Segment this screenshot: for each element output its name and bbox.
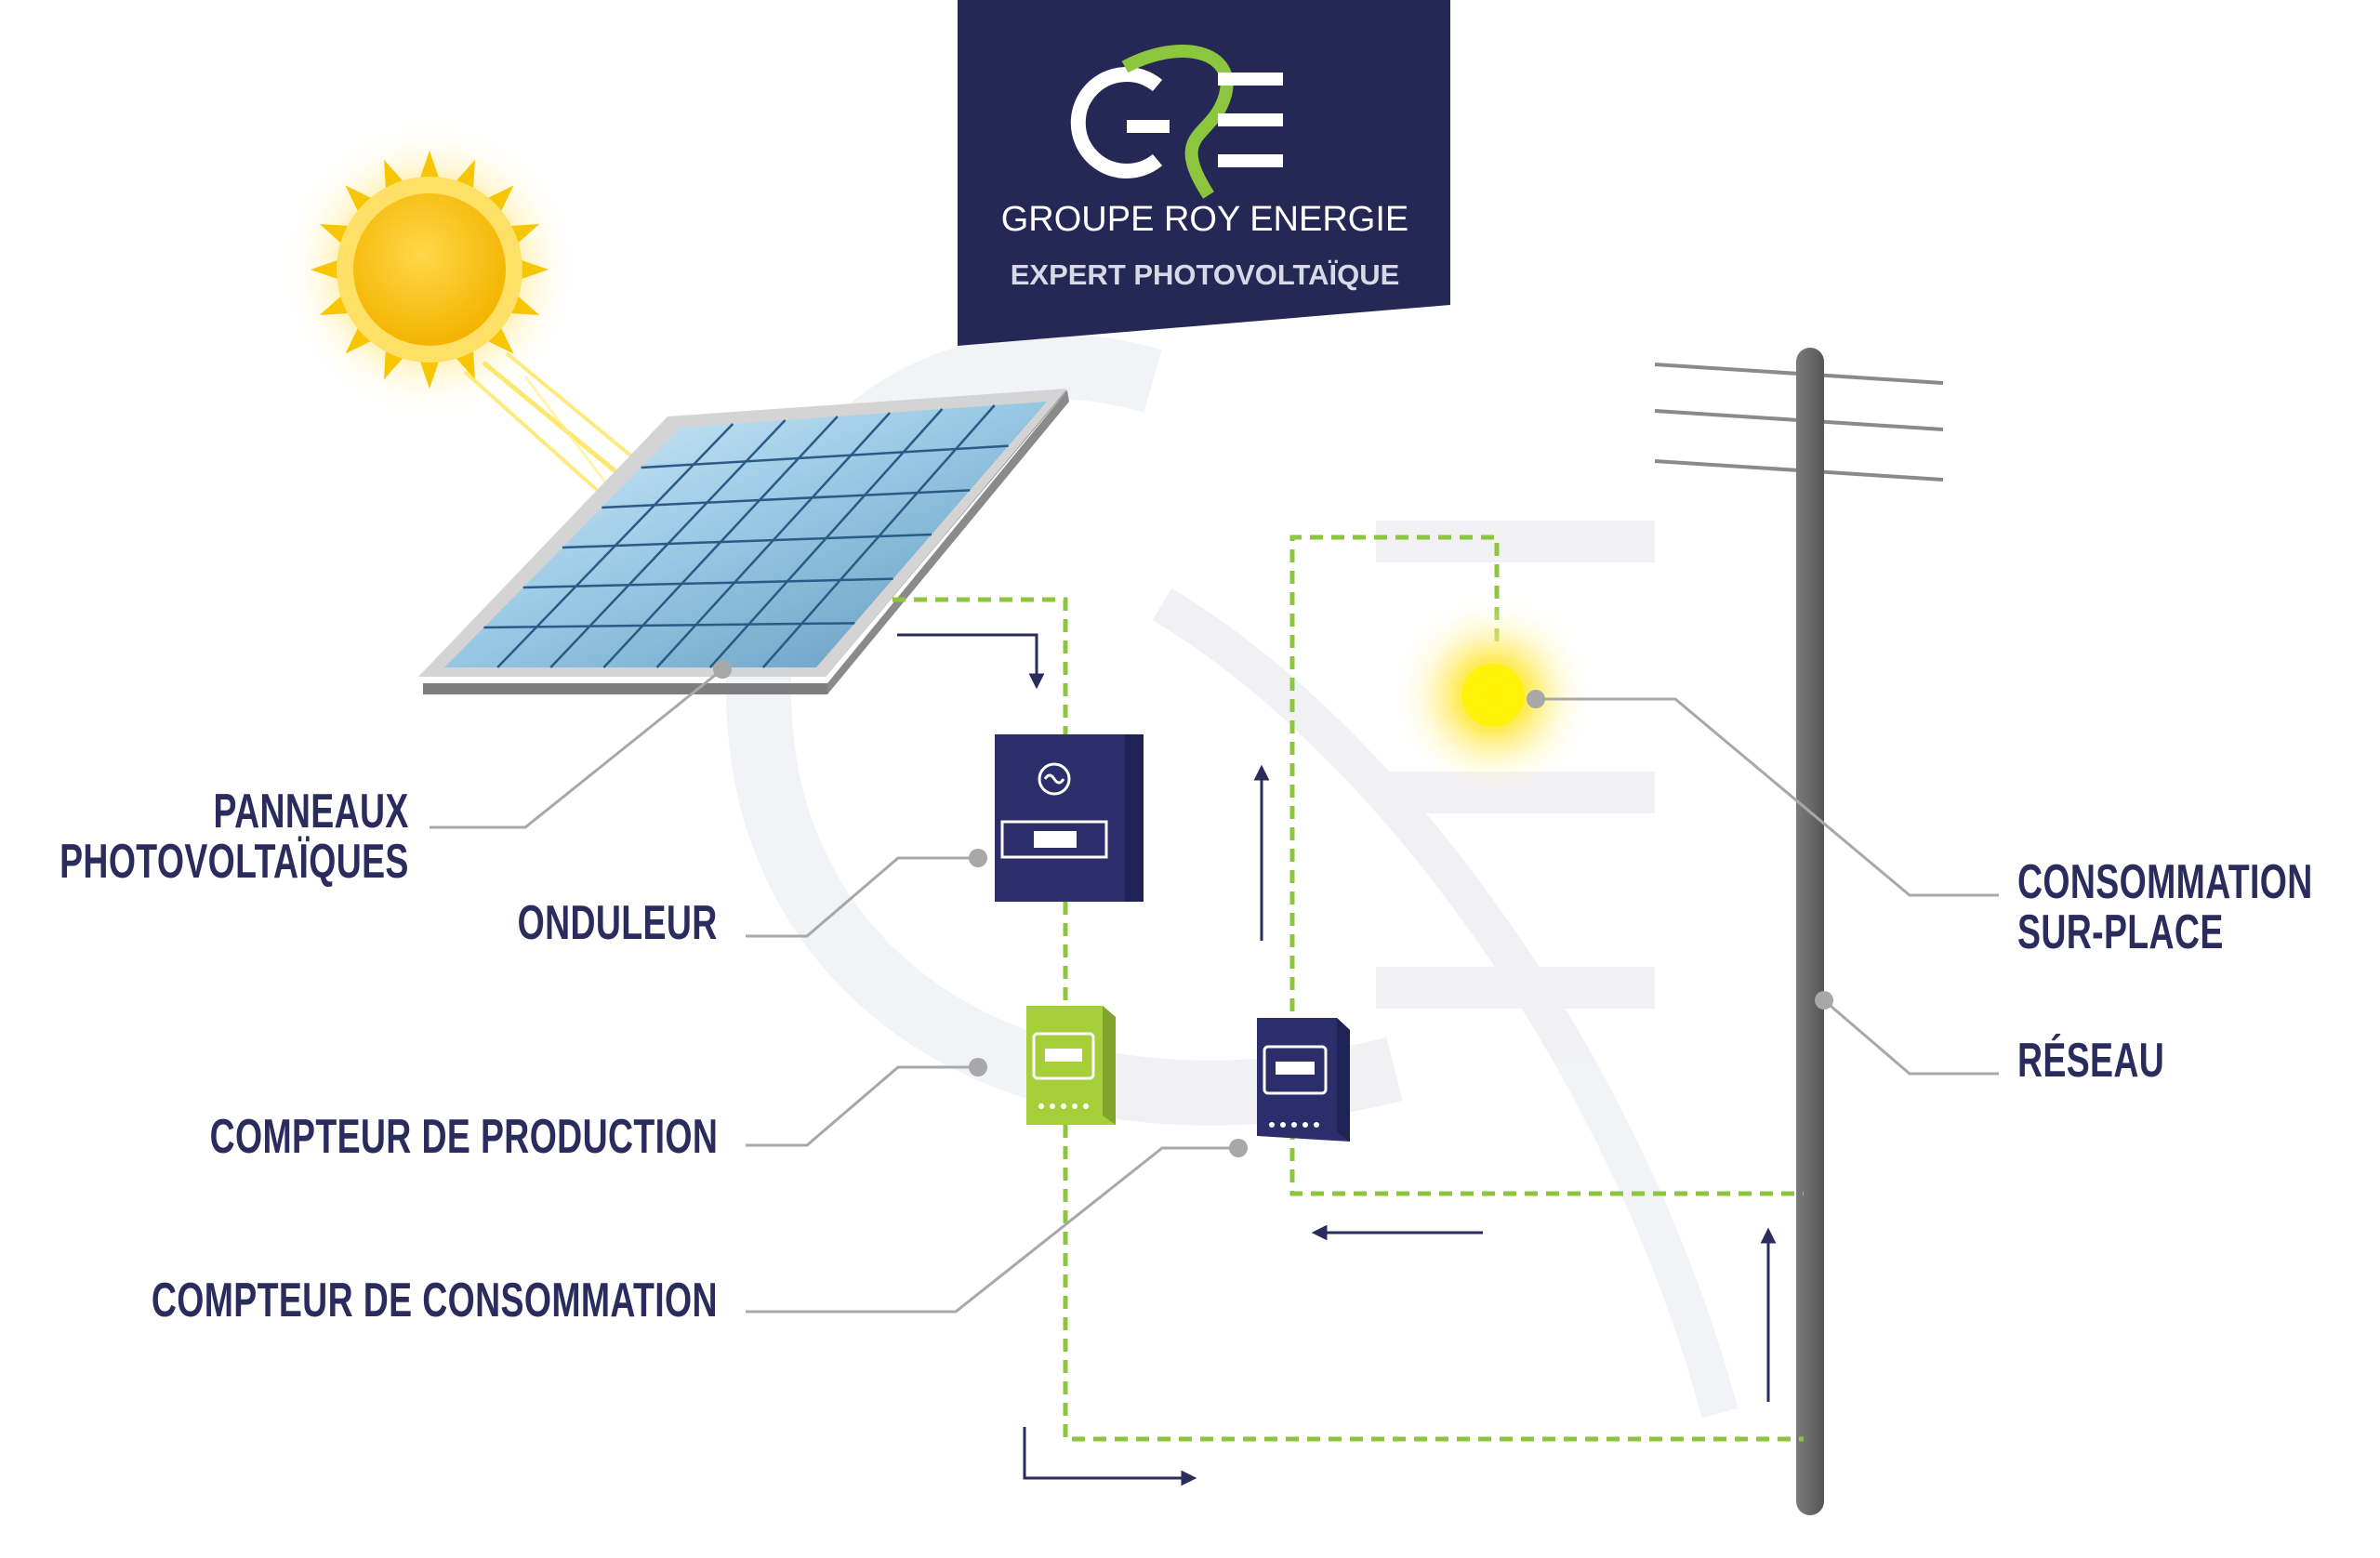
utility-pole-icon: [1654, 348, 1944, 1515]
sun-ray: [419, 151, 440, 179]
production-meter-icon: [1026, 1006, 1116, 1125]
brand-name: GROUPE ROY ENERGIE: [1001, 200, 1409, 239]
sun-ray: [311, 259, 339, 280]
panel-grid-line: [483, 622, 855, 629]
leader-lines: [430, 667, 1999, 1314]
label-onduleur: ONDULEUR: [517, 896, 718, 950]
panel-grid-line: [562, 533, 932, 549]
brand-logo-icon: [1070, 45, 1283, 199]
label-panneaux-line1: PANNEAUX: [213, 785, 409, 838]
panel-grid-line: [641, 444, 1009, 469]
consumption-meter-icon: [1257, 1018, 1350, 1142]
solar-panel-icon: [418, 389, 1069, 694]
label-panneaux-line2: PHOTOVOLTAÏQUES: [60, 835, 409, 889]
label-consommation: CONSOMMATION SUR-PLACE: [2017, 857, 2313, 957]
sun-ray: [419, 360, 440, 389]
label-consommation-line2: SUR-PLACE: [2017, 905, 2224, 959]
flow-arrows: [897, 633, 1777, 1486]
leader-dots: [713, 660, 1833, 1157]
panel-grid-line: [522, 577, 893, 589]
panel-grid-line: [602, 489, 971, 509]
sun-icon: [281, 121, 694, 549]
sun-ray: [345, 185, 373, 213]
label-consommation-line1: CONSOMMATION: [2017, 855, 2313, 909]
label-reseau: RÉSEAU: [2017, 1034, 2165, 1088]
label-panneaux: PANNEAUX PHOTOVOLTAÏQUES: [60, 786, 409, 887]
inverter-icon: [995, 734, 1144, 902]
sun-ray: [486, 326, 514, 354]
sun-ray: [520, 259, 549, 280]
label-compteur-consommation: COMPTEUR DE CONSOMMATION: [151, 1274, 718, 1327]
brand-tagline: EXPERT PHOTOVOLTAÏQUE: [1011, 258, 1400, 291]
sun-ray: [345, 326, 373, 354]
label-compteur-production: COMPTEUR DE PRODUCTION: [209, 1110, 718, 1164]
light-bulb-icon: [1391, 593, 1595, 798]
brand-header: GROUPE ROY ENERGIE EXPERT PHOTOVOLTAÏQUE: [958, 0, 1450, 346]
wiring: [892, 535, 1804, 1442]
sun-ray: [486, 185, 514, 213]
